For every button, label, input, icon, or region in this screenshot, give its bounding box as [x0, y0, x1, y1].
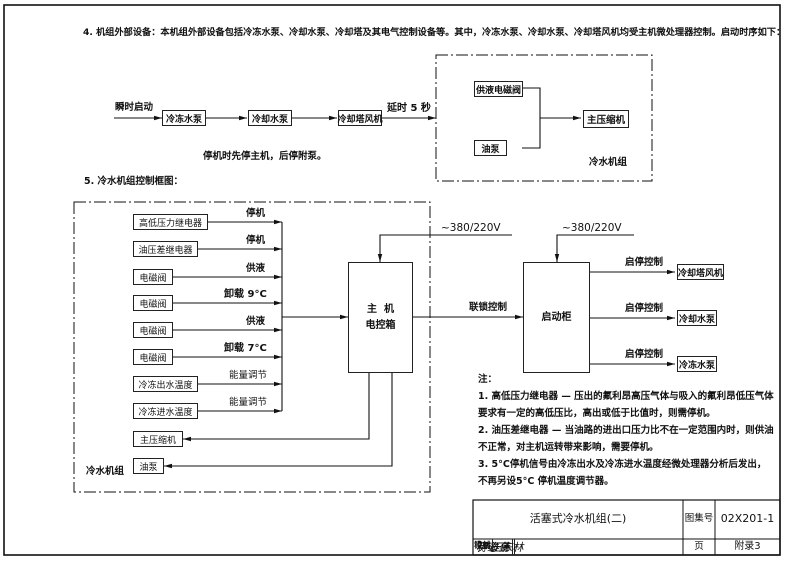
chilled-outlet-temp-box: 冷冻出水温度 — [133, 376, 198, 392]
chiller-unit-boundary-top — [435, 54, 653, 182]
chiller-unit-label-top: 冷水机组 — [589, 157, 628, 168]
atlas-number: 02X201-1 — [720, 512, 775, 525]
note-line-6: 不再另设5°C 停机温度调节器。 — [478, 476, 614, 487]
oil-pressure-relay-box: 油压差继电器 — [133, 241, 198, 257]
note-line-5: 3. 5°C停机信号由冷冻出水及冷冻进水温度经微处理器分析后发出， — [478, 459, 767, 470]
startup-flow-lines — [114, 87, 581, 149]
title-block-frame — [472, 499, 781, 556]
control-lines — [164, 219, 675, 469]
power-label-controller: ~380/220V — [441, 222, 501, 234]
note-line-3: 2. 油压差继电器 — 当油路的进出口压力比不在一定范围内时，则供油 — [478, 425, 774, 436]
main-controller-box: 主 机 电控箱 — [348, 262, 413, 373]
pressure-relay-box: 高低压力继电器 — [133, 214, 208, 230]
starter-cabinet-box: 启动柜 — [523, 262, 590, 373]
power-label-starter: ~380/220V — [562, 222, 622, 234]
cooling-water-pump-box: 冷却水泵 — [248, 110, 292, 126]
review-signature: 尹泰伟 — [473, 539, 515, 555]
oil-pump-output-box: 油泵 — [133, 458, 164, 474]
atlas-number-label: 图集号 — [684, 513, 714, 524]
sheet-border — [3, 4, 781, 556]
drawing-title: 活塞式冷水机组(二) — [529, 512, 627, 525]
start-label: 瞬时启动 — [115, 102, 154, 113]
starter-label: 启动柜 — [541, 311, 572, 323]
signal-label-stop-1: 停机 — [246, 208, 266, 219]
start-stop-label-2: 启停控制 — [625, 303, 664, 314]
chiller-unit-label: 冷水机组 — [86, 466, 125, 477]
stop-sequence-note: 停机时先停主机，后停附泵。 — [203, 151, 327, 162]
signal-label-unload-7c: 卸载 7°C — [224, 343, 267, 354]
solenoid-valve-box-1: 电磁阀 — [133, 269, 173, 285]
main-compressor-output-box: 主压缩机 — [133, 431, 183, 447]
cooling-tower-fan-output-box: 冷却塔风机 — [677, 264, 724, 280]
controller-line2: 电控箱 — [365, 319, 396, 331]
interlock-label: 联锁控制 — [469, 302, 508, 313]
cooling-tower-fan-box: 冷却塔风机 — [338, 110, 383, 126]
page-value: 附录3 — [734, 541, 761, 552]
chilled-inlet-temp-box: 冷冻进水温度 — [133, 403, 198, 419]
solenoid-valve-box-2: 电磁阀 — [133, 295, 173, 311]
start-stop-label-3: 启停控制 — [625, 349, 664, 360]
signal-label-capacity-2: 能量调节 — [229, 397, 268, 408]
section5-heading: 5. 冷水机组控制框图： — [84, 176, 184, 187]
oil-pump-box: 油泵 — [474, 140, 507, 156]
signal-label-supply-2: 供液 — [246, 316, 266, 327]
signal-label-supply-1: 供液 — [246, 263, 266, 274]
solenoid-valve-box-4: 电磁阀 — [133, 349, 173, 365]
liquid-solenoid-valve-box: 供液电磁阀 — [474, 81, 523, 97]
signal-label-capacity-1: 能量调节 — [229, 370, 268, 381]
chilled-water-pump-box: 冷冻水泵 — [162, 110, 206, 126]
main-compressor-box: 主压缩机 — [583, 110, 629, 128]
signal-label-unload-9c: 卸载 9°C — [224, 289, 267, 300]
chilled-water-pump-output-box: 冷冻水泵 — [677, 356, 717, 372]
controller-line1: 主 机 — [367, 303, 394, 315]
cooling-water-pump-output-box: 冷却水泵 — [677, 310, 717, 326]
delay-label: 延时 5 秒 — [387, 103, 431, 114]
note-line-1: 1. 高低压力继电器 — 压出的氟利昂高压气体与吸入的氟利昂低压气体 — [478, 391, 774, 402]
solenoid-valve-box-3: 电磁阀 — [133, 322, 173, 338]
signal-label-stop-2: 停机 — [246, 235, 266, 246]
design-signature: 王东林 — [490, 541, 524, 554]
design-label: 设计 — [473, 539, 493, 551]
section4-heading: 4. 机组外部设备：本机组外部设备包括冷冻水泵、冷却水泵、冷却塔及其电气控制设备… — [83, 27, 786, 38]
page-label: 页 — [694, 541, 704, 552]
note-line-4: 不正常，对主机运转带来影响，需要停机。 — [478, 442, 659, 453]
notes-title: 注： — [478, 374, 498, 385]
note-line-2: 要求有一定的高低压比，高出或低于比值时，则需停机。 — [478, 408, 716, 419]
start-stop-label-1: 启停控制 — [625, 257, 664, 268]
chiller-unit-boundary — [73, 201, 431, 493]
signature-row: 审核 尹泰伟 校对 蒋必豪 设计 王东林 — [473, 539, 683, 555]
